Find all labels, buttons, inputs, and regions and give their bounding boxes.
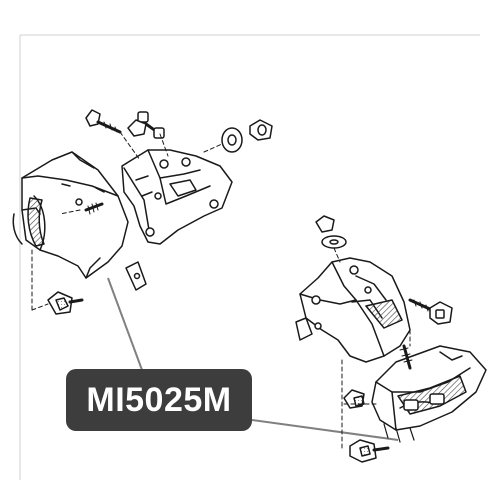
- mount-tab: [125, 261, 147, 291]
- lower-mount-stud: [399, 344, 413, 370]
- part-number-label: MI5025M: [66, 369, 252, 431]
- upper-bolts: [85, 109, 165, 139]
- lower-mount-bracket: [295, 257, 411, 363]
- upper-washer-nut: [221, 119, 273, 153]
- lower-left-bolts: [343, 389, 390, 463]
- lower-side-bolt: [408, 298, 453, 325]
- upper-mount-bracket: [121, 149, 233, 245]
- leader-line-lower-mount: [251, 419, 399, 441]
- lower-left-bolt: [47, 291, 84, 315]
- leader-line-upper-mount: [107, 277, 143, 371]
- upper-engine-mount: [12, 151, 129, 279]
- leader-lines: [107, 277, 399, 441]
- mount-stud: [84, 202, 104, 215]
- lower-top-bolt: [315, 215, 347, 249]
- lower-engine-mount: [371, 345, 487, 443]
